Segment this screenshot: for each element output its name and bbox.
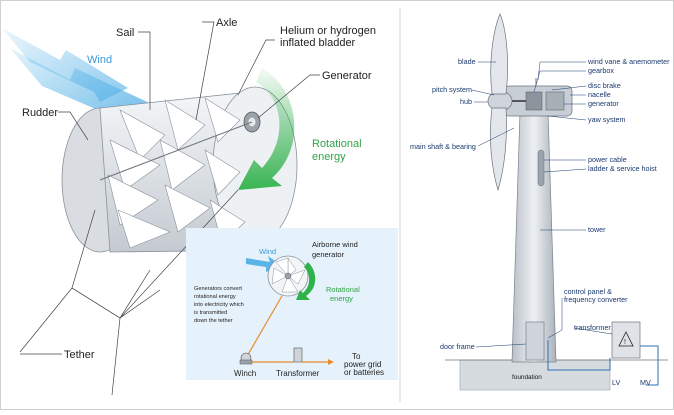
label-axle: Axle — [216, 17, 237, 29]
wind-turbine-diagram: ! blade wind vane & anemometer gearbox d… — [410, 13, 670, 391]
label-control-2: frequency converter — [564, 295, 628, 304]
label-pitch-system: pitch system — [432, 85, 472, 94]
label-generator: Generator — [322, 70, 372, 82]
power-cable-lines — [547, 340, 611, 371]
label-generator-right: generator — [588, 99, 619, 108]
label-wind-vane: wind vane & anemometer — [587, 57, 670, 66]
inset-label-airborne-2: generator — [312, 250, 345, 259]
label-power-cable: power cable — [588, 155, 627, 164]
transformer-icon — [293, 347, 303, 363]
inset-label-transformer: Transformer — [276, 369, 320, 378]
inset-label-batteries: or batteries — [344, 368, 384, 377]
inset-label-to: To — [352, 352, 361, 361]
label-disc-brake: disc brake — [588, 81, 621, 90]
rotation-arrow — [238, 68, 295, 190]
inset-desc-line-1: Generators convert — [194, 286, 242, 292]
axle-line — [99, 121, 253, 181]
axle-leader — [195, 21, 215, 121]
label-gearbox: gearbox — [588, 66, 614, 75]
label-transformer-right: transformer — [574, 323, 611, 332]
label-tower: tower — [588, 225, 606, 234]
label-rotational-1: Rotational — [312, 138, 362, 150]
label-rudder: Rudder — [22, 107, 58, 119]
label-yaw-system: yaw system — [588, 115, 626, 124]
control-panel-box — [611, 321, 641, 359]
inset-label-rotational-2: energy — [330, 294, 353, 303]
airborne-turbine-diagram: Sail Axle Helium or hydrogen inflated bl… — [2, 17, 376, 396]
generator-shape — [545, 91, 565, 111]
wind-arrow-upper — [2, 28, 128, 102]
inset-background — [186, 228, 398, 380]
generator-leader — [257, 74, 320, 119]
inset-panel: Wind Airborne wind generator Rotational … — [186, 228, 398, 380]
inset-description: Generators convert rotational energy int… — [194, 286, 244, 324]
label-lv: LV — [612, 378, 620, 387]
label-hub: hub — [460, 97, 472, 106]
label-blade: blade — [458, 57, 476, 66]
inset-rotation-arrow — [296, 262, 316, 300]
label-bladder-2: inflated bladder — [280, 37, 356, 49]
inset-label-rotational-1: Rotational — [326, 285, 360, 294]
label-control-1: control panel & — [564, 287, 612, 296]
inset-label-power-grid: power grid — [344, 360, 381, 369]
rudder-leader — [58, 111, 89, 141]
label-mv: MV — [640, 378, 651, 387]
label-door-frame: door frame — [440, 342, 475, 351]
label-sail: Sail — [116, 27, 134, 39]
label-nacelle: nacelle — [588, 90, 611, 99]
label-main-shaft: main shaft & bearing — [410, 142, 476, 151]
inset-desc-line-2: rotational energy — [194, 294, 236, 300]
label-rotational-2: energy — [312, 151, 346, 163]
warning-icon — [618, 331, 634, 347]
inset-label-winch: Winch — [234, 369, 256, 378]
foundation-block — [459, 359, 611, 391]
inset-desc-line-3: into electricity which — [194, 302, 244, 308]
gearbox-shape — [525, 91, 543, 111]
label-foundation: foundation — [512, 374, 542, 381]
inset-label-airborne-1: Airborne wind — [312, 240, 358, 249]
blade-lower — [490, 107, 507, 192]
ladder-shape — [537, 149, 545, 187]
label-tether: Tether — [64, 349, 95, 361]
inset-desc-line-5: down the tether — [194, 318, 233, 324]
inset-tether — [245, 295, 283, 359]
blade-upper — [490, 13, 508, 95]
door-frame-shape — [525, 321, 545, 361]
inset-desc-line-4: is transmitted — [194, 310, 227, 316]
label-wind: Wind — [87, 54, 112, 66]
svg-text:!: ! — [624, 339, 626, 346]
bladder-leader — [237, 39, 275, 96]
label-ladder: ladder & service hoist — [588, 164, 657, 173]
sail-leader — [138, 31, 151, 110]
inset-label-wind: Wind — [259, 247, 276, 256]
label-bladder-1: Helium or hydrogen — [280, 25, 376, 37]
